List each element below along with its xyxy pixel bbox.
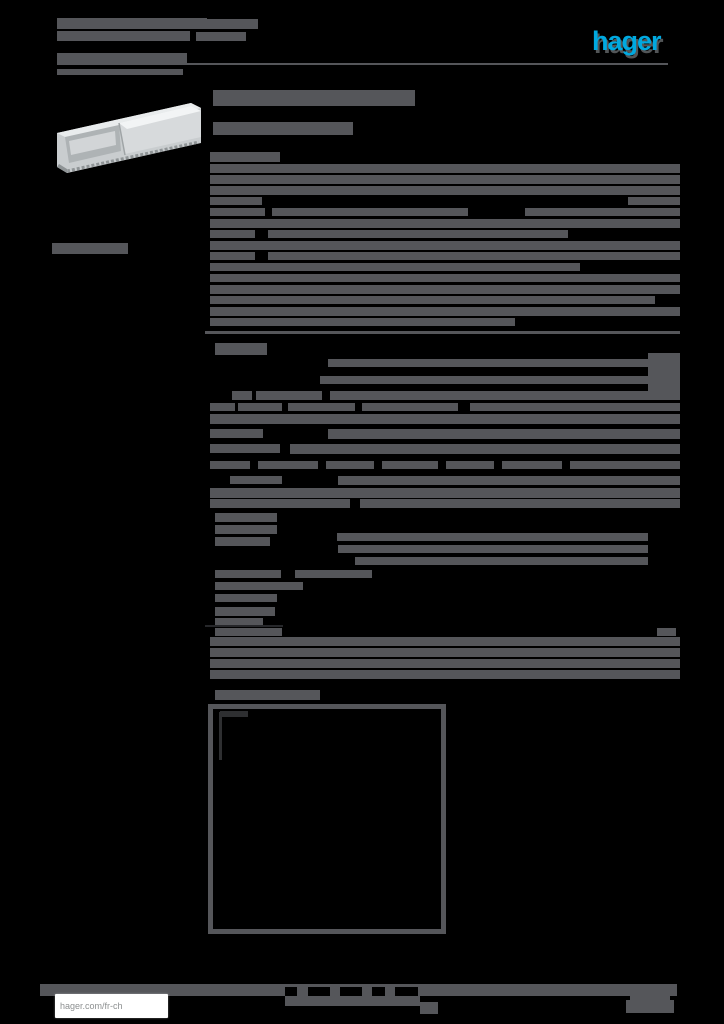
section-b-table: [232, 391, 252, 400]
section-b-table: [210, 444, 280, 453]
header-title-line: [196, 19, 258, 29]
footer-icon-cutout: [285, 987, 297, 996]
section-a-text: [210, 263, 580, 271]
dimensions-diagram-box: [208, 704, 446, 934]
section-b-table: [470, 403, 680, 411]
section-b-table: [210, 461, 250, 469]
diagram-inner-mark: [219, 712, 222, 760]
section-b-table: [648, 353, 680, 391]
header-small-print: [57, 69, 183, 75]
section-a-text: [210, 274, 680, 282]
section-d-accent-line: [205, 625, 283, 627]
section-b-table: [362, 403, 458, 411]
section-b-table: [320, 376, 648, 384]
section-c-table: [295, 570, 372, 578]
footer-social-text: [285, 996, 420, 1006]
section-b-label: [215, 343, 267, 355]
section-a-text: [210, 208, 265, 216]
footer-site-link[interactable]: hager.com/fr-ch: [60, 1001, 123, 1011]
section-b-table: [290, 444, 680, 454]
header-title-line: [57, 53, 187, 63]
section-b-table: [328, 359, 648, 367]
section-a-text: [210, 175, 680, 184]
section-a-text: [210, 197, 262, 205]
section-c-table: [215, 618, 263, 627]
section-b-table: [230, 476, 282, 484]
header-rule: [57, 63, 668, 65]
section-a-label: [210, 152, 280, 162]
section-b-table: [382, 461, 438, 469]
section-a-text: [210, 164, 680, 173]
divider: [205, 331, 680, 334]
section-a-text: [210, 219, 680, 228]
section-a-text: [525, 208, 680, 216]
section-c-table: [215, 570, 281, 578]
section-a-text: [272, 208, 468, 216]
section-b-table: [210, 499, 350, 508]
dimensions-label: [215, 690, 320, 700]
section-b-table: [326, 461, 374, 469]
section-d-header-row: [215, 628, 282, 636]
section-b-table: [338, 476, 680, 485]
product-image: [55, 93, 203, 180]
section-c-table: [215, 594, 277, 602]
hager-logo: hager: [592, 26, 662, 56]
section-a-text: [628, 197, 680, 205]
header-title-line: [196, 32, 246, 41]
footer-right-mark: [626, 1000, 674, 1013]
section-b-table: [328, 429, 680, 439]
section-b-table: [502, 461, 562, 469]
section-c-table: [215, 607, 275, 616]
footer-right-mark: [630, 990, 670, 1000]
header-title-line: [57, 31, 190, 41]
diagram-inner-mark: [220, 711, 248, 717]
section-d-text: [210, 659, 680, 668]
section-a-text: [210, 186, 680, 195]
section-c-label: [215, 525, 277, 534]
section-a-text: [210, 318, 515, 326]
section-b-table: [360, 499, 680, 508]
section-b-table: [210, 488, 680, 498]
section-c-table: [215, 582, 303, 590]
footer-icon-cutout: [395, 987, 418, 996]
section-b-table: [256, 391, 322, 400]
footer-link-box: hager.com/fr-ch: [55, 994, 168, 1018]
section-c-table: [338, 545, 648, 553]
section-b-table: [210, 403, 235, 411]
section-c-label: [215, 513, 277, 522]
section-d-text: [210, 670, 680, 679]
margin-label: [52, 243, 128, 254]
footer-icon-cutout: [308, 987, 330, 996]
section-b-table: [330, 391, 680, 400]
section-b-table: [570, 461, 680, 469]
section-c-table: [337, 533, 648, 541]
section-b-table: [238, 403, 282, 411]
section-d-text: [210, 648, 680, 657]
section-d-text: [210, 637, 680, 646]
footer-icon-cutout: [372, 987, 385, 996]
section-b-table: [258, 461, 318, 469]
section-b-table: [288, 403, 355, 411]
section-b-table: [210, 414, 680, 424]
section-c-table: [355, 557, 648, 565]
product-title-line: [213, 90, 415, 106]
section-a-text: [210, 285, 680, 294]
section-a-text: [210, 252, 255, 260]
trunking-illustration: [57, 103, 201, 173]
section-d-header-row: [657, 628, 676, 636]
footer-social-text: [420, 1002, 438, 1014]
section-b-table: [210, 429, 263, 438]
section-a-text: [210, 241, 680, 250]
product-title-line: [213, 122, 353, 135]
section-a-text: [210, 296, 655, 304]
footer-icon-cutout: [340, 987, 362, 996]
section-a-text: [268, 252, 680, 260]
header-title-line: [57, 18, 207, 29]
section-a-text: [268, 230, 568, 238]
section-a-text: [210, 230, 255, 238]
section-c-label: [215, 537, 270, 546]
section-a-text: [210, 307, 680, 316]
section-b-table: [446, 461, 494, 469]
